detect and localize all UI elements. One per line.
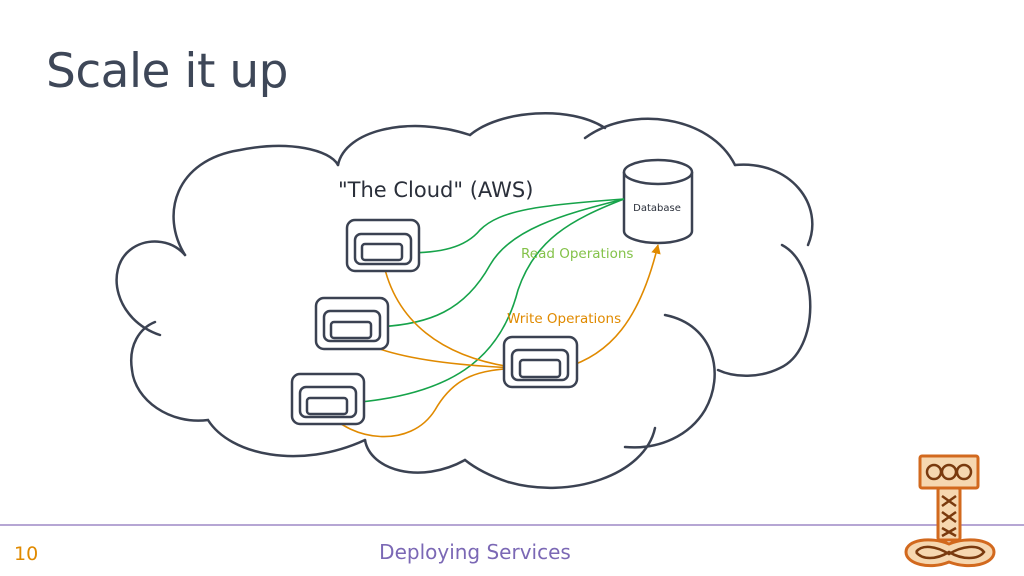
write-operations-arrows — [327, 244, 661, 438]
server-2-icon — [314, 296, 390, 351]
server-3-icon — [290, 372, 366, 426]
cloud-shape — [115, 112, 814, 490]
thors-hammer-icon — [904, 454, 996, 568]
footer-rule — [0, 524, 1024, 526]
page-number: 10 — [14, 543, 39, 565]
write-operations-label: Write Operations — [507, 311, 621, 327]
footer-text: Deploying Services — [379, 540, 571, 564]
read-operations-label: Read Operations — [521, 246, 633, 262]
read-operations-arrows — [349, 198, 625, 408]
server-1-icon — [345, 218, 421, 273]
write-server-icon — [502, 335, 579, 389]
slide-title: Scale it up — [46, 44, 288, 99]
database-icon — [622, 158, 694, 245]
cloud-label: "The Cloud" (AWS) — [338, 178, 533, 202]
database-label: Database — [633, 203, 681, 214]
